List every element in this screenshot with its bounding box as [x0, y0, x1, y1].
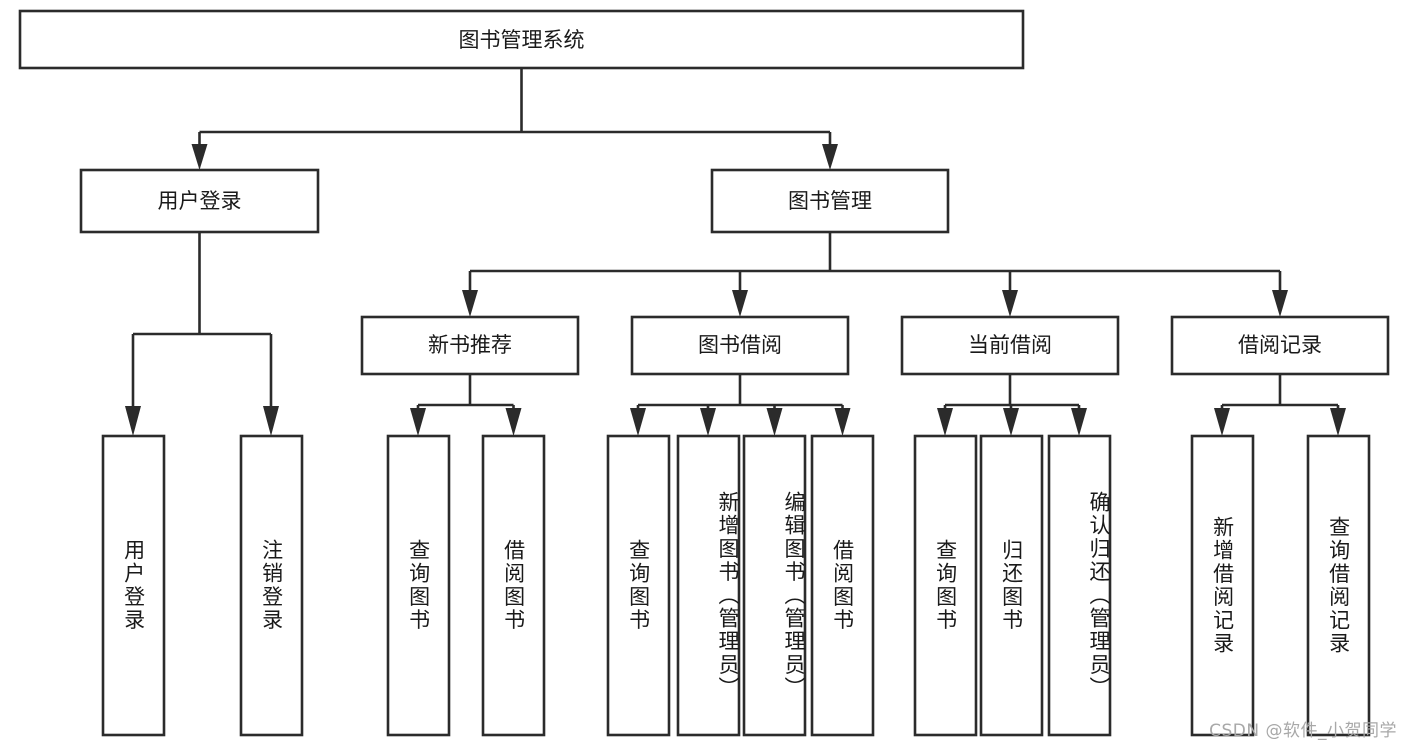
node-box-leaf-return-book[interactable] [979, 434, 1044, 737]
node-label-user-login: 用户登录 [158, 189, 242, 213]
arrowhead-leaf-borrow-book-1 [505, 408, 522, 436]
arrowhead-leaf-query-record [1330, 408, 1346, 436]
arrowhead-borrow-record [1272, 290, 1288, 317]
node-label-root: 图书管理系统 [459, 28, 585, 52]
arrowhead-new-book-recommend [462, 290, 478, 317]
arrowhead-leaf-user-login [125, 406, 141, 436]
arrowhead-leaf-query-book-1 [410, 408, 426, 436]
node-box-leaf-query-book-2[interactable] [606, 434, 671, 737]
node-box-book-manage[interactable] [710, 168, 950, 234]
arrowhead-leaf-edit-book [766, 408, 783, 436]
arrowhead-book-manage [822, 144, 838, 170]
arrowhead-leaf-add-record [1214, 408, 1230, 436]
watermark-text: CSDN @软件_小贺同学 [1209, 721, 1397, 741]
arrowhead-leaf-add-book [700, 408, 716, 436]
node-box-leaf-edit-book[interactable] [742, 434, 807, 737]
arrowhead-user-login [191, 144, 208, 170]
arrowhead-book-borrow [732, 290, 748, 317]
node-box-leaf-add-record[interactable] [1190, 434, 1255, 737]
arrowhead-leaf-borrow-book-2 [834, 408, 851, 436]
node-label-book-manage: 图书管理 [788, 189, 872, 213]
node-box-leaf-user-login[interactable] [101, 434, 166, 737]
arrowhead-leaf-query-book-2 [630, 408, 646, 436]
arrowhead-leaf-user-logout [263, 406, 279, 436]
node-box-leaf-user-logout[interactable] [239, 434, 304, 737]
node-box-leaf-query-book-1[interactable] [386, 434, 451, 737]
node-label-borrow-record: 借阅记录 [1238, 333, 1322, 357]
node-box-user-login[interactable] [79, 168, 320, 234]
node-box-borrow-record[interactable] [1170, 315, 1390, 376]
arrowhead-leaf-query-book-3 [937, 408, 953, 436]
node-box-new-book-recommend[interactable] [360, 315, 580, 376]
node-box-leaf-add-book[interactable] [676, 434, 741, 737]
arrowhead-leaf-return-book [1003, 408, 1019, 436]
arrowhead-leaf-confirm-return [1071, 408, 1087, 436]
node-label-current-borrow: 当前借阅 [968, 333, 1052, 357]
node-box-book-borrow[interactable] [630, 315, 850, 376]
node-box-leaf-query-book-3[interactable] [913, 434, 978, 737]
node-label-new-book-recommend: 新书推荐 [428, 333, 512, 357]
node-box-leaf-query-record[interactable] [1306, 434, 1371, 737]
node-layer: 图书管理系统 用户登录 图书管理 新书推荐 图书借阅 当前借阅 借阅记录 [18, 9, 1390, 737]
arrowhead-current-borrow [1002, 290, 1018, 317]
node-box-leaf-confirm-return[interactable] [1047, 434, 1112, 737]
node-box-leaf-borrow-book-2[interactable] [810, 434, 875, 737]
node-label-book-borrow: 图书借阅 [698, 333, 782, 357]
node-box-current-borrow[interactable] [900, 315, 1120, 376]
connector-layer [125, 68, 1346, 436]
node-box-leaf-borrow-book-1[interactable] [481, 434, 546, 737]
node-box-root[interactable] [18, 9, 1025, 70]
